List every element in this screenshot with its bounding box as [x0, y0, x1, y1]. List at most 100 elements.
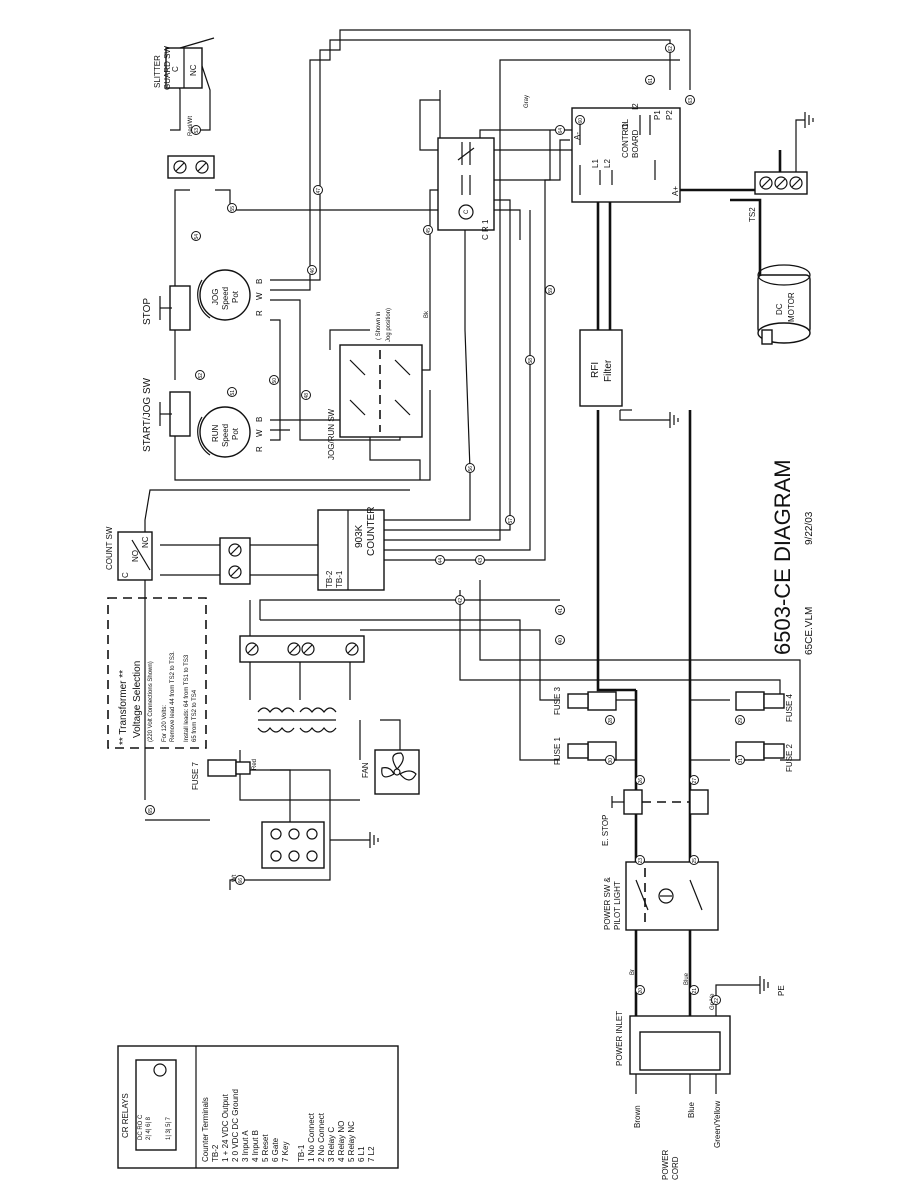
fan: FAN	[361, 749, 420, 795]
transformer-sub: (220 Volt Connections Shown)	[148, 661, 154, 742]
ts2-terminal-strip: TS2	[748, 112, 814, 222]
wire-number-marker	[227, 203, 237, 213]
wire-number-marker	[505, 515, 515, 525]
transformer-line-4: 65 from TS2 to TS4	[192, 689, 198, 742]
wire-number-label: 44	[438, 558, 444, 564]
run-speed-pot: RUN Speed Pot R W B	[197, 406, 264, 458]
power-sw-label: POWER SW &	[603, 876, 612, 930]
dc-motor-label-2: MOTOR	[787, 292, 796, 322]
wire-label-blue: Blue	[684, 972, 690, 985]
tb2-row-2: 2 0 VDC DC Ground	[231, 1089, 240, 1162]
power-cord-label-1: POWER	[661, 1150, 670, 1180]
slitter-c-label: C	[171, 66, 180, 72]
wire-number-marker	[545, 285, 555, 295]
e-stop-label: E. STOP	[601, 815, 610, 846]
wire-label-gray: Gray	[524, 95, 530, 108]
wire-number-label: 21	[692, 988, 698, 994]
wire-number-label: 46	[310, 268, 316, 274]
transformer-heading-2: Voltage Selection	[132, 661, 143, 738]
e-stop: E. STOP	[601, 789, 709, 846]
tb1-row-5: 5 Relay NC	[347, 1121, 356, 1162]
control-board-label-1: CONTROL	[621, 118, 630, 158]
count-sw-no-label: NO	[131, 550, 140, 562]
wire-number-label: 65	[148, 808, 154, 814]
cr1-relay: C C R 1	[437, 137, 495, 240]
a-plus-terminal-label: A+	[671, 186, 680, 196]
wire-number-label: 55	[230, 206, 236, 212]
wire-number-marker	[605, 715, 615, 725]
wire-number-marker	[235, 875, 245, 885]
counter-tb2-label: TB-2	[325, 570, 334, 588]
transformer-line-2: Remove lead 44 from TS2 to TS3.	[170, 651, 176, 742]
jog-speed-pot: JOG Speed Pot R W B	[197, 269, 264, 321]
cr1-label: C R 1	[481, 219, 490, 240]
l2-terminal-label: L2	[603, 159, 612, 168]
tb1-row-4: 4 Relay NO	[337, 1121, 346, 1162]
wire-number-marker	[735, 755, 745, 765]
wire-number-label: 26	[638, 778, 644, 784]
wire-number-label: 31	[738, 758, 744, 764]
wire-number-marker	[689, 855, 699, 865]
jog-pot-label-3: Pot	[231, 290, 240, 303]
legend-box: CR RELAYS DC RO C 2| 4| 6| 8 1| 3| 5| 7 …	[117, 1045, 399, 1169]
transformer	[239, 635, 365, 733]
ground-icon	[669, 412, 679, 428]
fuse-7: FUSE 7	[191, 759, 251, 790]
wire-label-wt: Wt	[232, 874, 238, 882]
wire-number-marker	[191, 125, 201, 135]
shown-in-label-1: ( Shown in	[376, 312, 382, 340]
wire-number-marker	[227, 387, 237, 397]
jog-pot-w-label: W	[255, 292, 264, 300]
wire-number-label: 64	[558, 128, 564, 134]
cr-relays-pins-bottom: 1| 3| 5| 7	[166, 1116, 172, 1140]
wire-number-label: 41	[558, 608, 564, 614]
wire-number-marker	[455, 595, 465, 605]
fuse4-label: FUSE 4	[785, 693, 794, 722]
wire-number-label: 27	[692, 778, 698, 784]
run-pot-label-1: RUN	[211, 424, 220, 442]
run-pot-label-2: Speed	[221, 424, 230, 447]
transformer-line-3: Install leads: 64 from TS1 to TS3	[184, 654, 190, 742]
cord-blue-label: Blue	[687, 1101, 696, 1118]
tb1-row-7: 7 L2	[367, 1146, 376, 1162]
run-pot-label-3: Pot	[231, 427, 240, 440]
shown-in-label-2: Jog position)	[386, 308, 392, 342]
wire-number-marker	[555, 605, 565, 615]
transformer-line-1: For 120 Volts:	[162, 705, 168, 742]
dc-motor-label-1: DC	[775, 303, 784, 315]
i2-terminal-label: I2	[631, 103, 640, 110]
counter-name-label: COUNTER	[366, 507, 377, 556]
power-cord-label-2: CORD	[671, 1156, 680, 1180]
dc-motor: DC MOTOR	[757, 264, 811, 345]
count-terminal-block	[219, 537, 251, 585]
control-board-label-2: BOARD	[631, 129, 640, 158]
wire-number-marker	[465, 463, 475, 473]
power-switch: POWER SW & PILOT LIGHT	[603, 861, 719, 931]
wire-number-label: 20	[638, 988, 644, 994]
wire-number-marker	[685, 95, 695, 105]
diagram-date: 9/22/03	[804, 511, 815, 545]
jog-pot-label-1: JOG	[211, 289, 220, 305]
i1-terminal-label: I1	[621, 123, 630, 130]
wire-number-label: 42	[458, 598, 464, 604]
wire-number-marker	[665, 43, 675, 53]
tb2-row-4: 4 Input B	[251, 1130, 260, 1162]
p1-terminal-label: P1	[653, 110, 662, 120]
wire-number-marker	[301, 390, 311, 400]
fuse7-label: FUSE 7	[191, 761, 200, 790]
wire-label-red-wt: Red/Wt	[188, 116, 194, 136]
wire-number-label: 57	[508, 518, 514, 524]
power-inlet-label: POWER INLET	[615, 1011, 624, 1066]
counter-tb1-label: TB-1	[335, 570, 344, 588]
wire-number-marker	[435, 555, 445, 565]
count-switch: C NO NC COUNT SW	[105, 526, 153, 581]
wire-number-marker	[191, 231, 201, 241]
wire-number-marker	[555, 125, 565, 135]
tb2-row-1: 1 + 24 VDC Output	[221, 1093, 230, 1162]
wire-number-label: 51	[230, 390, 236, 396]
control-board: CONTROL BOARD L1 L2 A+ A- P1 P2 I1 I2	[571, 103, 681, 203]
counter: 903K COUNTER TB-1 TB-2	[317, 507, 385, 591]
jog-run-switch: JOG/RUN SW ( Shown in Jog position)	[327, 308, 423, 460]
cr-relays-subtitle: DC RO C	[138, 1114, 144, 1140]
